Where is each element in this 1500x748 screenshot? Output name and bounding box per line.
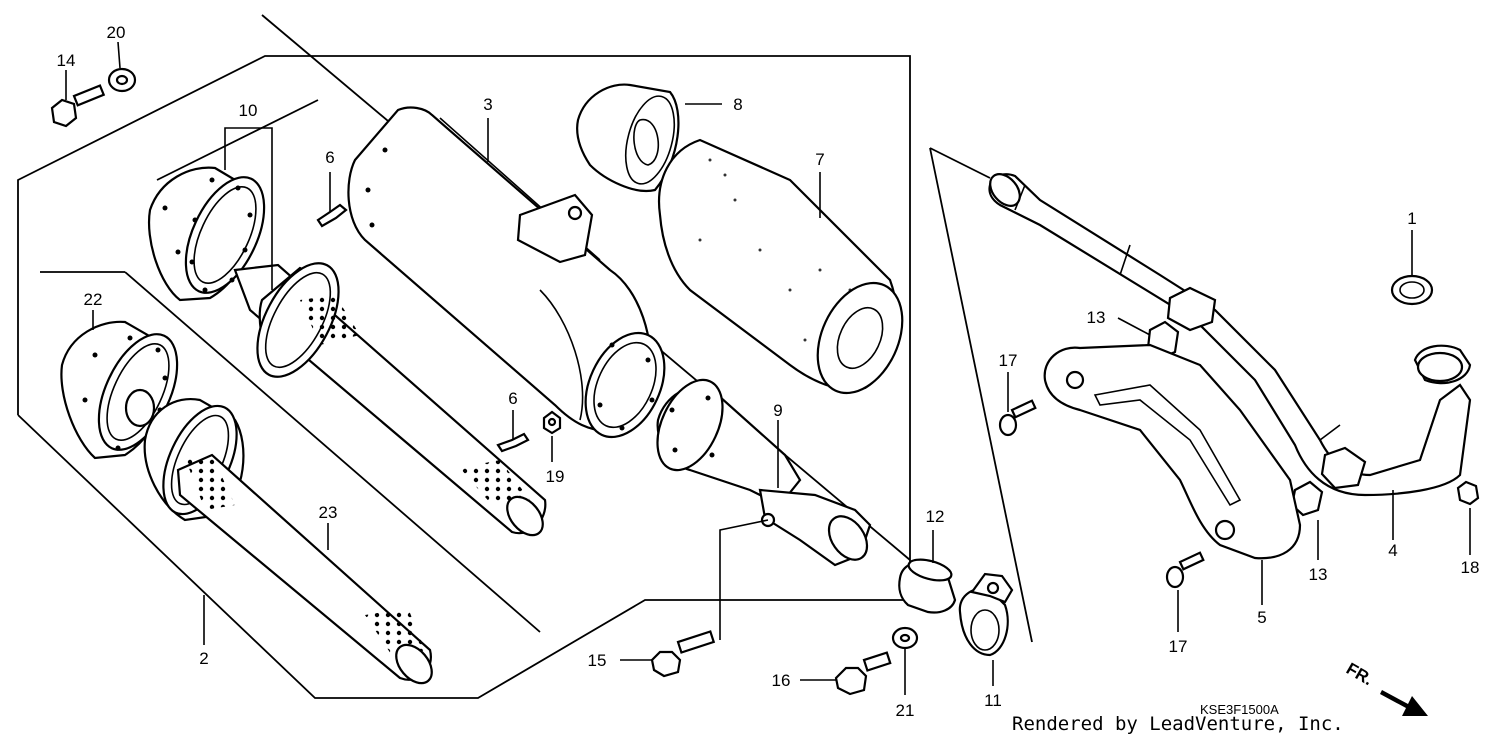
part-17-screw-lower	[1165, 551, 1205, 589]
part-17-screw-upper	[998, 399, 1037, 437]
callout-11: 11	[984, 691, 1002, 710]
callout-15: 15	[588, 651, 607, 670]
part-10-end-cap	[148, 166, 266, 302]
part-3-muffler-body	[347, 106, 666, 439]
render-credit: Rendered by LeadVenture, Inc.	[1012, 713, 1344, 735]
part-16-bolt	[834, 651, 892, 696]
part-20-washer	[107, 67, 137, 93]
callout-16: 16	[772, 671, 791, 690]
part-14-bolt	[50, 84, 106, 128]
diagram-code: KSE3F1500A	[1200, 702, 1279, 717]
callout-labels: 14 20 10 6 3 8 7 22 6 19 9 23 2 15 12 16…	[57, 23, 1480, 720]
part-9-inlet-pipe	[656, 378, 872, 567]
callout-2: 2	[199, 649, 208, 668]
part-6-rivet-lower	[496, 432, 530, 453]
part-23-baffle-tube	[143, 397, 433, 685]
part-15-bolt	[650, 630, 716, 678]
callout-12: 12	[926, 507, 945, 526]
front-direction-marker: FR.	[1343, 659, 1428, 716]
callout-5: 5	[1257, 608, 1266, 627]
callout-14: 14	[57, 51, 76, 70]
callout-19: 19	[546, 467, 565, 486]
leader-lines	[65, 41, 1471, 695]
part-12-gasket	[898, 558, 957, 614]
part-7-packing	[658, 138, 904, 395]
callout-10: 10	[239, 101, 258, 120]
callout-7: 7	[815, 150, 824, 169]
callout-17-upper: 17	[999, 351, 1018, 370]
callout-13-upper: 13	[1087, 308, 1106, 327]
front-arrow-icon	[1380, 690, 1428, 716]
part-11-clamp	[958, 572, 1014, 657]
part-22-end-cap	[60, 320, 179, 460]
callout-9: 9	[773, 401, 782, 420]
callout-13-lower: 13	[1309, 565, 1328, 584]
part-1-gasket	[1390, 274, 1434, 306]
callout-4: 4	[1388, 541, 1397, 560]
part-19-nut	[542, 410, 562, 435]
inner-baffle-tube	[233, 262, 547, 537]
part-18-nut	[1456, 480, 1480, 506]
callout-3: 3	[483, 95, 492, 114]
callout-20: 20	[107, 23, 126, 42]
callout-1: 1	[1407, 209, 1416, 228]
part-21-washer	[891, 626, 919, 650]
part-6-rivet-upper	[316, 203, 348, 228]
part-4-exhaust-pipe	[988, 173, 1472, 497]
callout-6-lower: 6	[508, 389, 517, 408]
callout-23: 23	[319, 503, 338, 522]
callout-8: 8	[733, 95, 742, 114]
callout-21: 21	[896, 701, 915, 720]
callout-6-upper: 6	[325, 148, 334, 167]
callout-18: 18	[1461, 558, 1480, 577]
front-marker-label: FR.	[1343, 659, 1376, 689]
callout-17-lower: 17	[1169, 637, 1188, 656]
callout-22: 22	[84, 290, 103, 309]
part-5-heat-shield	[1043, 343, 1302, 560]
